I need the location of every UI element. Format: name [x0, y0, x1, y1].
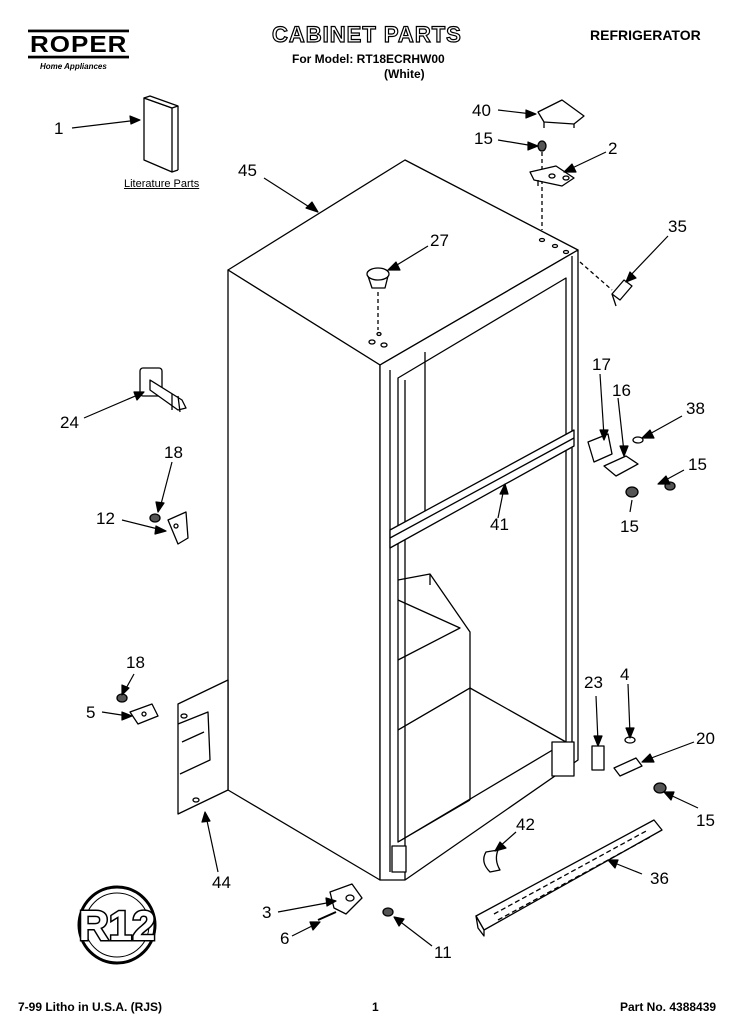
r12-badge	[77, 885, 157, 965]
callout-23: 23	[584, 673, 603, 692]
callout-1: 1	[54, 119, 63, 138]
model-color: (White)	[384, 67, 425, 81]
bracket-35	[579, 261, 633, 307]
callout-17: 17	[592, 355, 611, 374]
hinge-cover-40	[537, 99, 585, 128]
footer-part-number: Part No. 4388439	[620, 1000, 717, 1014]
callout-20: 20	[696, 729, 715, 748]
product-category: REFRIGERATOR	[590, 27, 701, 43]
brand-logo: ROPER	[28, 29, 130, 59]
r12-badge-text: R12	[78, 902, 155, 949]
bottom-hinge-20	[591, 736, 667, 794]
literature-parts-label: Literature Parts	[124, 178, 200, 190]
callout-41: 41	[490, 515, 509, 534]
page-title: CABINET PARTS	[271, 21, 462, 47]
callout-15: 15	[474, 129, 493, 148]
leader-lines	[71, 109, 699, 947]
grille-36	[475, 819, 663, 937]
top-hinge-2	[529, 140, 575, 230]
footer-page-number: 1	[372, 1000, 379, 1014]
callout-15: 15	[688, 455, 707, 474]
cabinet-body	[227, 159, 579, 881]
callout-40: 40	[472, 101, 491, 120]
callout-15: 15	[696, 811, 715, 830]
part-3	[317, 883, 394, 921]
brand-subtitle: Home Appliances	[40, 62, 107, 71]
footer-print-info: 7-99 Litho in U.S.A. (RJS)	[18, 1000, 163, 1014]
plug-27	[366, 267, 390, 330]
callout-44: 44	[212, 873, 231, 892]
callout-numbers: 1 40 15 2 45 27 35 24 17 16 38 15 15 41 …	[54, 101, 715, 962]
callout-35: 35	[668, 217, 687, 236]
callout-4: 4	[620, 665, 629, 684]
callout-3: 3	[262, 903, 271, 922]
literature-booklet	[143, 95, 179, 173]
callout-45: 45	[238, 161, 257, 180]
callout-11: 11	[434, 943, 452, 962]
callout-5: 5	[86, 703, 95, 722]
callout-6: 6	[280, 929, 289, 948]
callout-36: 36	[650, 869, 669, 888]
clip-42	[483, 849, 501, 873]
middle-hinge-16	[587, 433, 676, 498]
callout-42: 42	[516, 815, 535, 834]
callout-18: 18	[164, 443, 183, 462]
callout-12: 12	[96, 509, 115, 528]
callout-16: 16	[612, 381, 631, 400]
callout-15: 15	[620, 517, 639, 536]
hinge-5	[116, 693, 159, 725]
part-24	[139, 367, 187, 413]
hinge-12	[149, 511, 189, 545]
callout-2: 2	[608, 139, 617, 158]
plate-44	[177, 679, 229, 815]
callout-18: 18	[126, 653, 145, 672]
callout-27: 27	[430, 231, 449, 250]
callout-38: 38	[686, 399, 705, 418]
callout-24: 24	[60, 413, 79, 432]
model-number: For Model: RT18ECRHW00	[292, 52, 445, 66]
